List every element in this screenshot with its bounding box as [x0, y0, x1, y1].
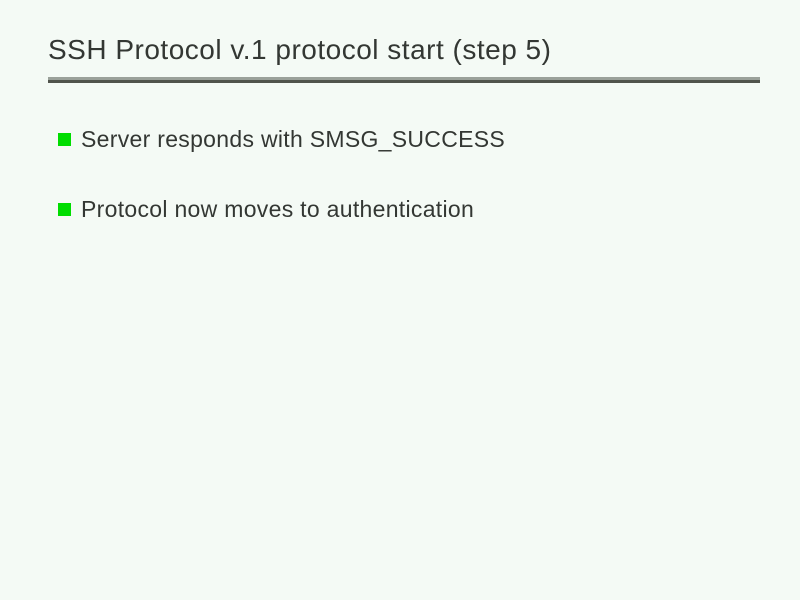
bullet-item: Protocol now moves to authentication	[58, 196, 474, 224]
title-underline-rule	[48, 77, 760, 83]
rule-bottom-band	[48, 80, 760, 83]
rule-top-band	[48, 77, 760, 80]
green-square-bullet-icon	[58, 203, 71, 217]
slide-title: SSH Protocol v.1 protocol start (step 5)	[48, 34, 552, 65]
bullet-text: Server responds with SMSG_SUCCESS	[81, 126, 506, 152]
bullet-text: Protocol now moves to authentication	[81, 196, 475, 222]
bullet-item: Server responds with SMSG_SUCCESS	[58, 126, 505, 154]
green-square-bullet-icon	[58, 133, 71, 147]
